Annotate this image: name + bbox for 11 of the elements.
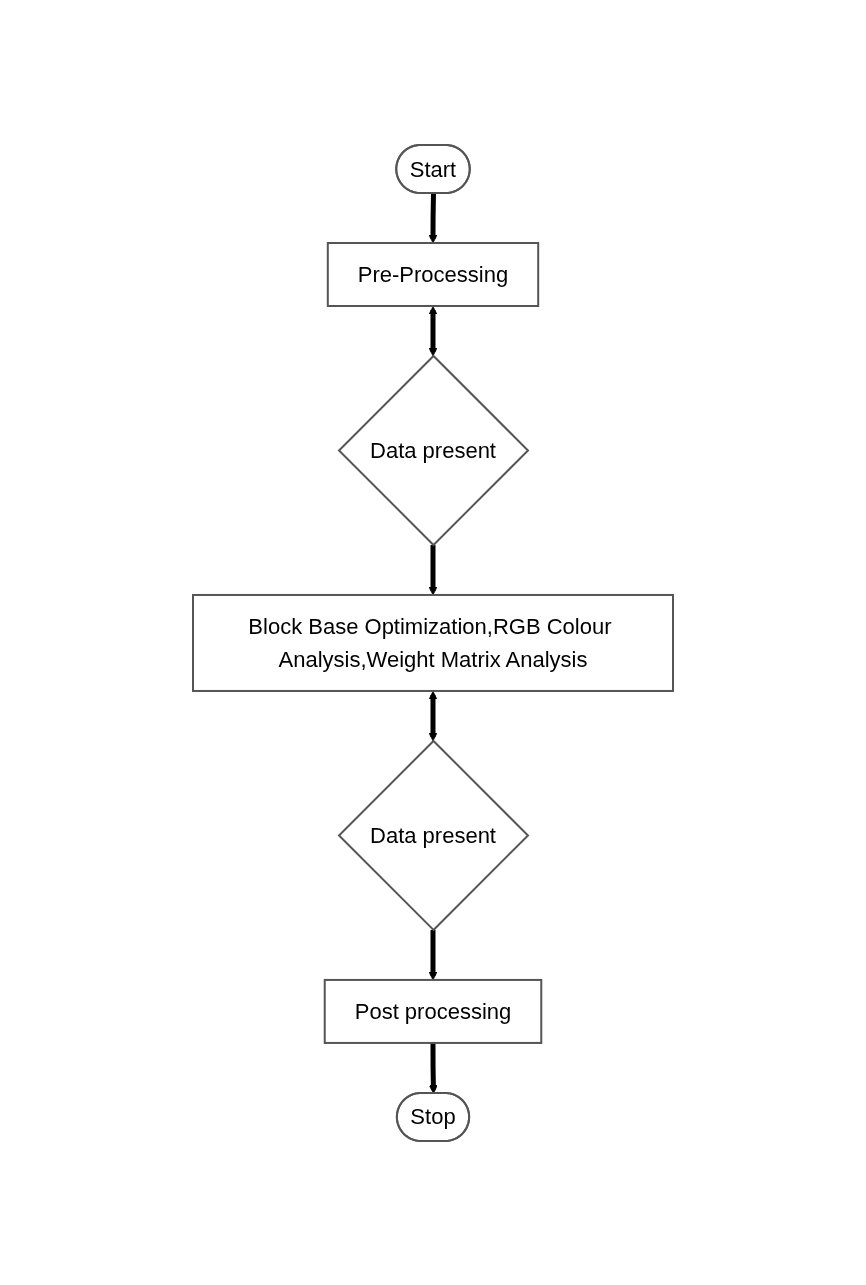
node-diamond: Data present [337, 739, 530, 931]
arrow [428, 929, 438, 980]
arrow [428, 192, 438, 243]
node-box: Block Base Optimization,RGB Colour Analysis,Weight Matrix Analysis [192, 593, 674, 692]
arrow [428, 1042, 438, 1094]
node-diamond: Data present [337, 354, 530, 546]
arrow [428, 544, 438, 595]
arrow [428, 690, 438, 741]
arrow [428, 305, 438, 356]
node-box: Pre-Processing [326, 241, 540, 307]
node-box: Post processing [323, 978, 543, 1044]
